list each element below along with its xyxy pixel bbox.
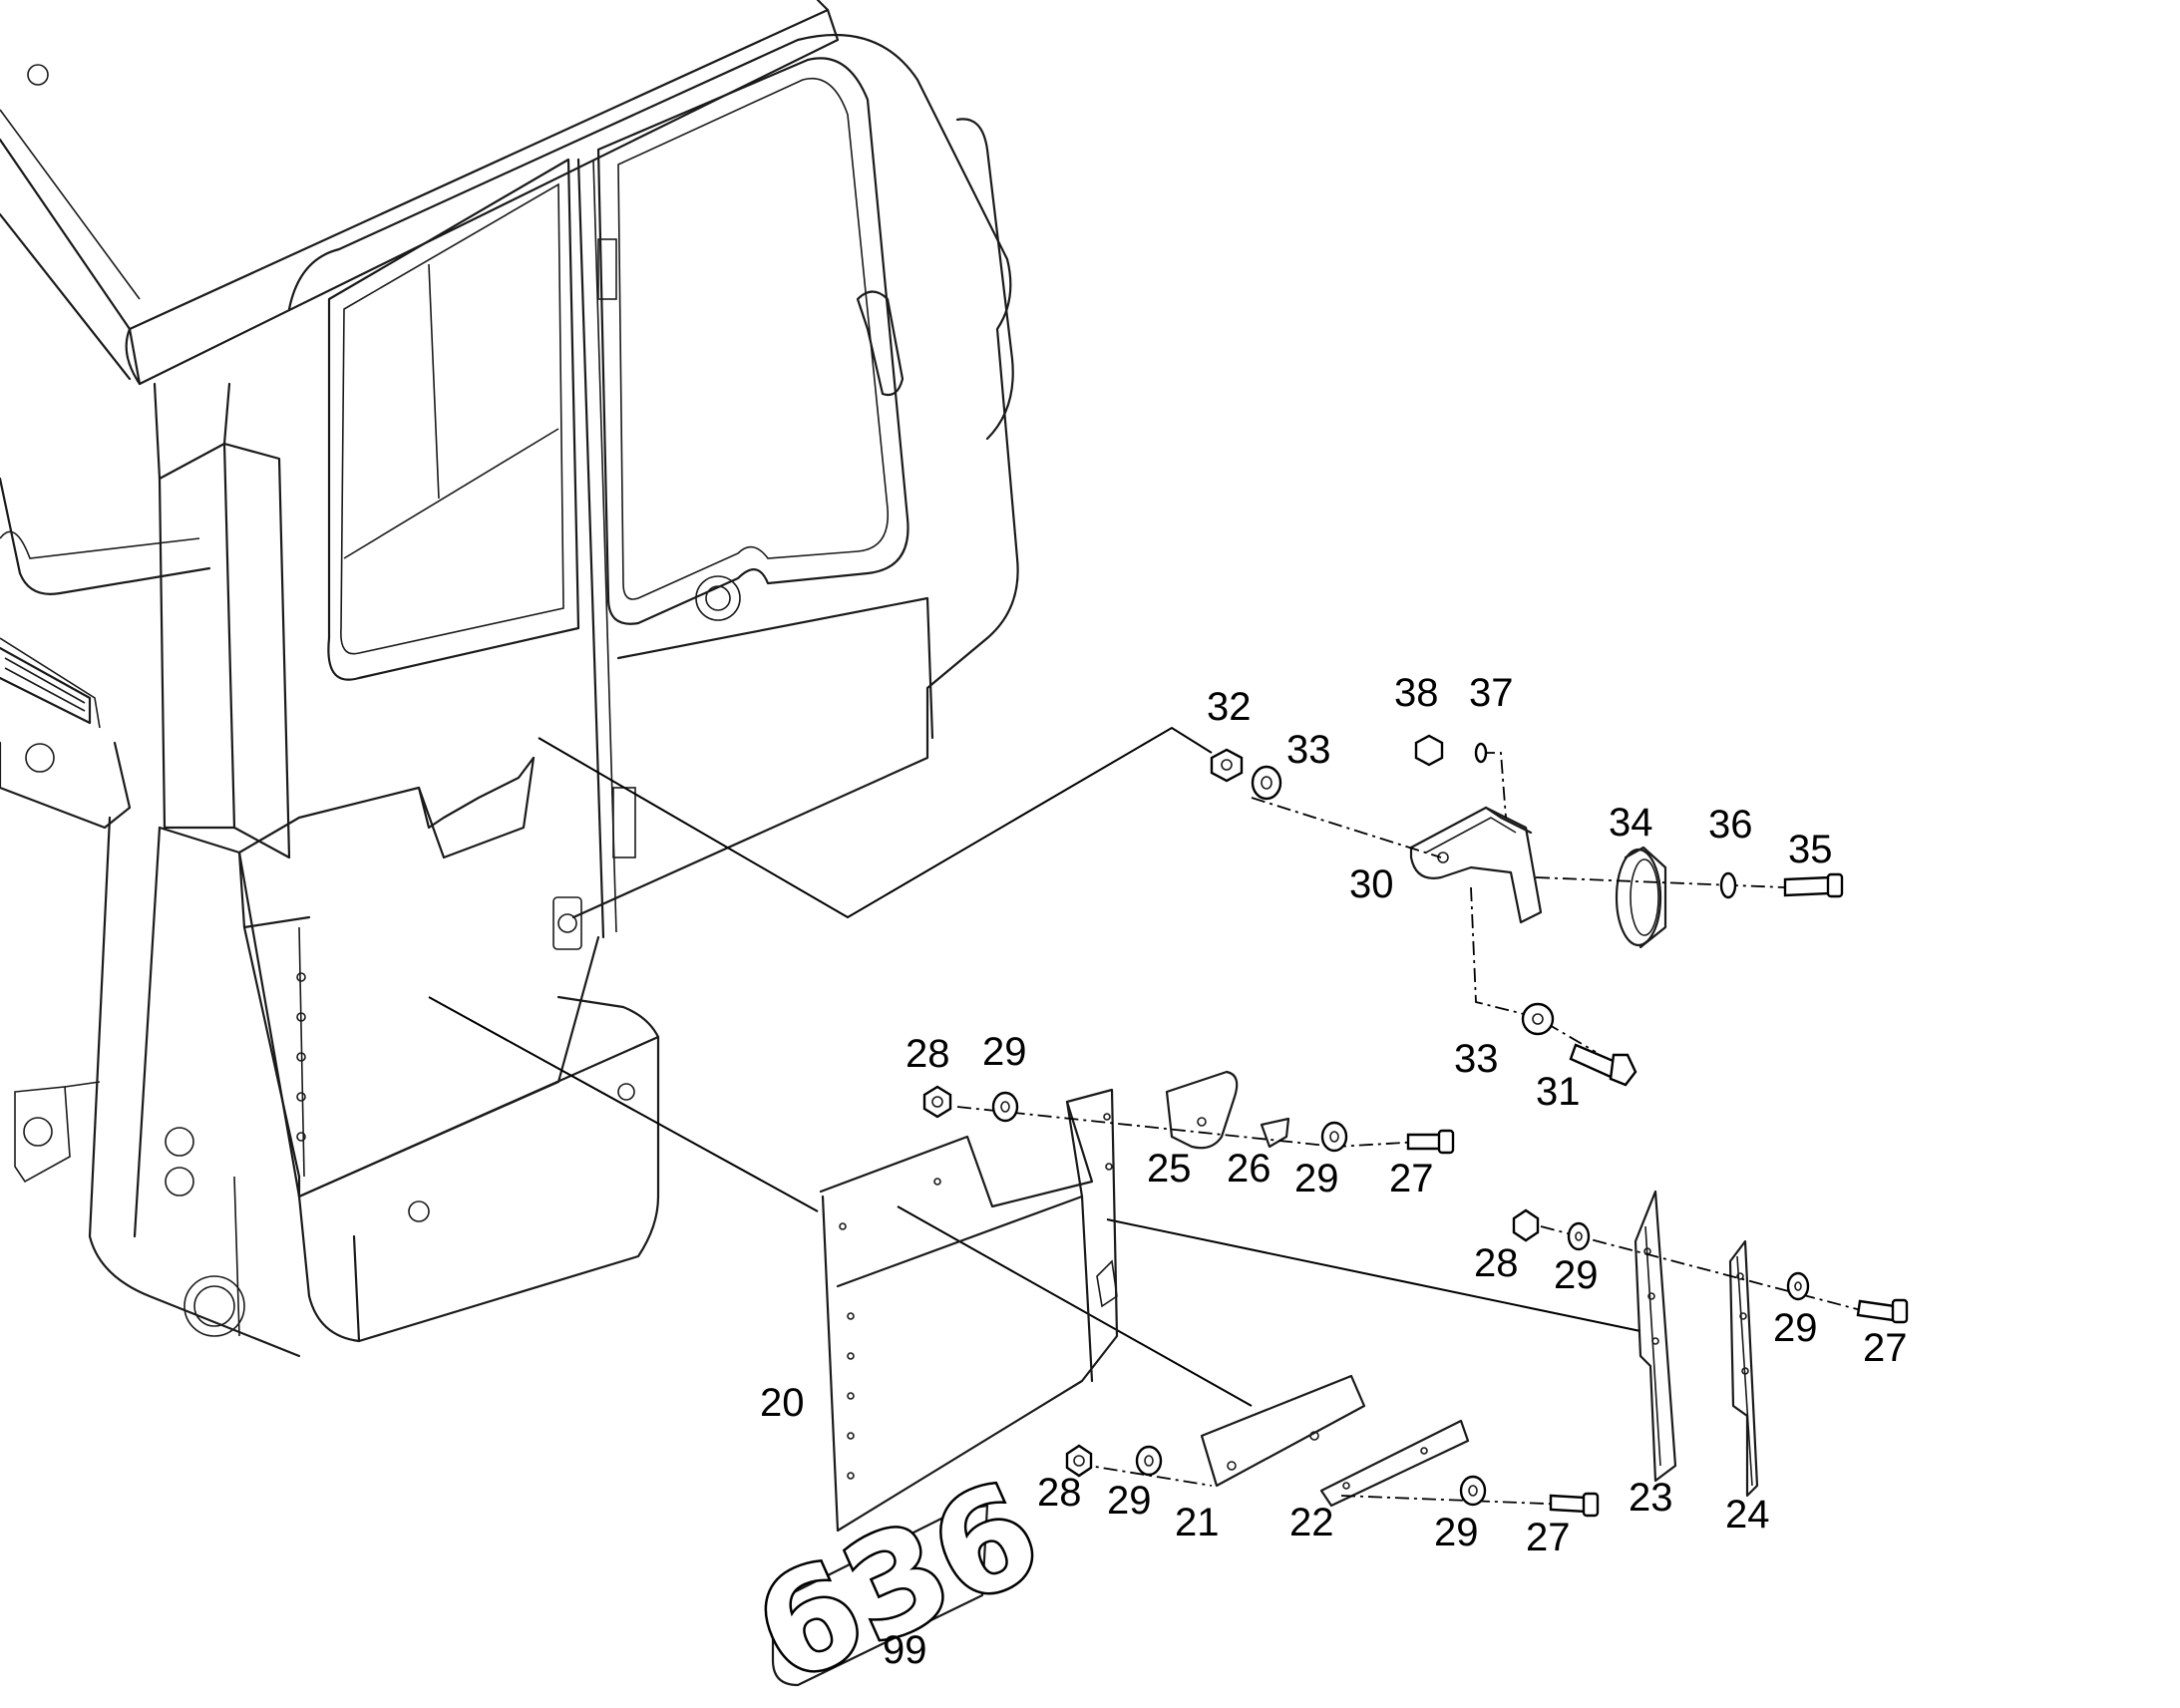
callout-28-right: 28	[1474, 1241, 1519, 1285]
callout-29-far-right: 29	[1773, 1306, 1818, 1350]
callout-29-lower-right: 29	[1434, 1511, 1479, 1554]
callout-31: 31	[1536, 1070, 1581, 1114]
callout-36: 36	[1708, 803, 1753, 847]
callout-30: 30	[1349, 862, 1394, 906]
hardware	[922, 734, 1909, 1518]
callout-27-upper: 27	[1389, 1157, 1434, 1200]
callout-27-right: 27	[1863, 1326, 1908, 1370]
callout-28-lower: 28	[1037, 1471, 1082, 1515]
part-25-plate	[1165, 1070, 1239, 1150]
part-24-bracket	[1728, 1239, 1759, 1498]
callout-25: 25	[1147, 1147, 1192, 1191]
callout-22: 22	[1289, 1501, 1334, 1544]
callout-38: 38	[1394, 671, 1439, 715]
callout-33-lower: 33	[1454, 1037, 1499, 1081]
callout-20: 20	[760, 1381, 805, 1425]
callout-29-right: 29	[1554, 1253, 1599, 1297]
callout-21: 21	[1175, 1501, 1220, 1544]
callout-33-upper: 33	[1286, 728, 1331, 772]
callout-23: 23	[1629, 1476, 1673, 1520]
callout-29-lower: 29	[1107, 1479, 1152, 1523]
callout-28-upper: 28	[906, 1032, 950, 1076]
callout-32: 32	[1207, 685, 1252, 729]
part-30-mount-bracket	[1409, 806, 1543, 924]
callout-24: 24	[1725, 1493, 1770, 1537]
callout-labels: 32 33 38 37 34 36 35 30 33 31 28 29 25 2…	[760, 671, 1908, 1672]
leader-lines	[428, 726, 1641, 1407]
assembly-centerlines	[956, 752, 1866, 1507]
part-22-strip	[1319, 1419, 1470, 1508]
part-23-bracket	[1634, 1190, 1677, 1483]
callout-26: 26	[1227, 1147, 1272, 1191]
callout-34: 34	[1609, 801, 1653, 845]
callout-29-upper: 29	[982, 1030, 1027, 1074]
callout-35: 35	[1788, 828, 1833, 871]
callout-27-lower: 27	[1526, 1516, 1571, 1559]
callout-99: 99	[883, 1628, 927, 1672]
cab-assembly	[0, 0, 1019, 1358]
callout-29-middle: 29	[1294, 1157, 1339, 1200]
callout-37: 37	[1469, 671, 1514, 715]
part-20-side-panel	[819, 1088, 1119, 1533]
part-34-flange	[1615, 846, 1667, 949]
part-21-strip	[1200, 1374, 1366, 1488]
part-26-clip	[1260, 1117, 1290, 1149]
